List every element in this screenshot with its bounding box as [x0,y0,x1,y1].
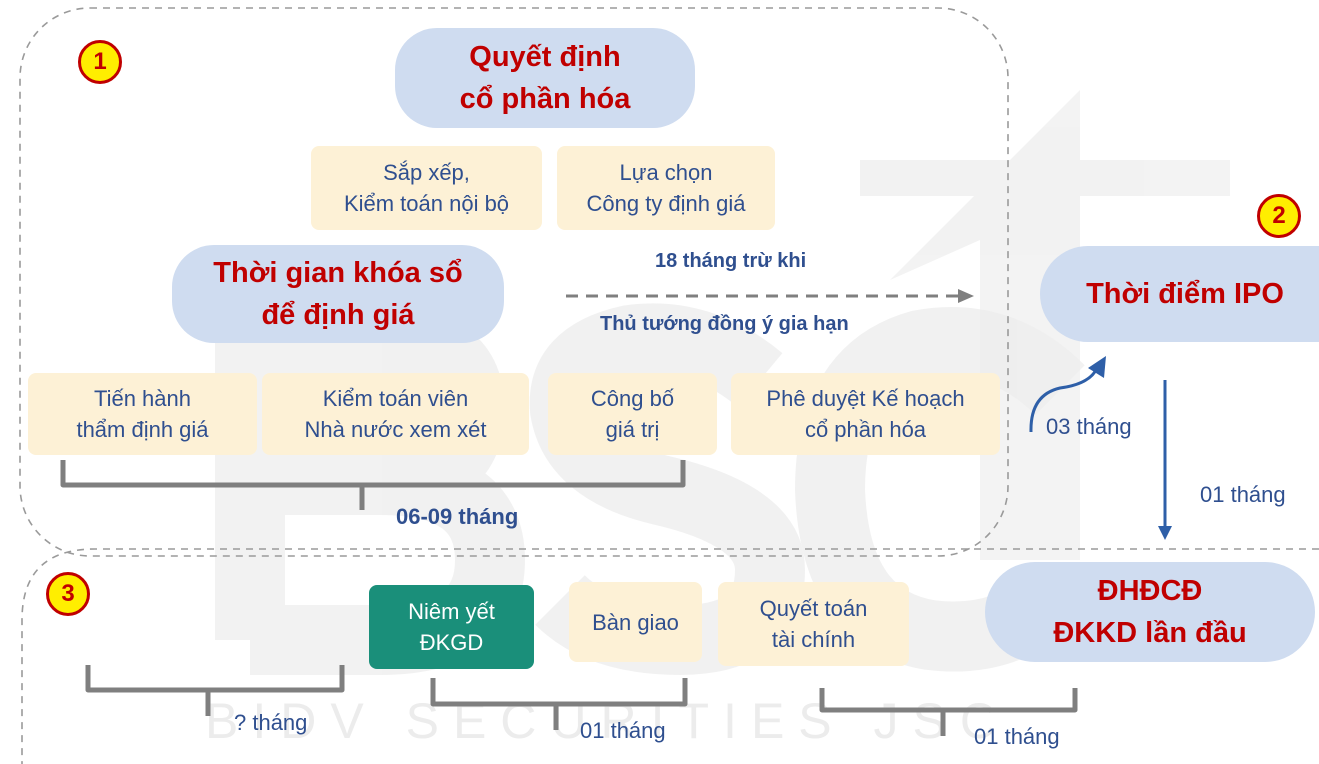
brace-section1 [60,460,686,510]
dashed-arrow-head [958,289,974,303]
decision-pill: Quyết định cổ phần hóa [395,28,695,128]
note-valuation: Tiến hành thẩm định giá [28,373,257,455]
arrow-top-label: 18 tháng trừ khi [655,250,807,272]
curved-arrow [1029,367,1099,433]
down-arrow-head [1158,526,1172,540]
brace-one-b [819,688,1078,736]
agm-pill: ĐHĐCĐ ĐKKD lần đầu [985,562,1315,662]
section2-badge: 2 [1257,194,1301,238]
note-approve-plan: Phê duyệt Kế hoạch cổ phần hóa [731,373,1000,455]
note-announce-value: Công bố giá trị [548,373,717,455]
label-one-month-b: 01 tháng [974,724,1060,749]
arrow-bottom-label: Thủ tướng đồng ý gia hạn [600,313,849,335]
label-one-month-a: 01 tháng [580,718,666,743]
brace-unknown [85,665,345,716]
ipo-pill: Thời điểm IPO [1040,246,1319,342]
brace-one-a [430,678,688,730]
curve-label: 03 tháng [1046,414,1132,439]
note-arrange-audit: Sắp xếp, Kiểm toán nội bộ [311,146,542,230]
note-settlement: Quyết toán tài chính [718,582,909,666]
section1-badge: 1 [78,40,122,84]
section3-badge: 3 [46,572,90,616]
label-unknown-months: ? tháng [234,710,308,735]
note-select-valuer: Lựa chọn Công ty định giá [557,146,775,230]
curved-arrow-head [1088,356,1106,378]
lock-period-pill: Thời gian khóa sổ để định giá [172,245,504,343]
down-label: 01 tháng [1200,482,1286,507]
duration-label-section1: 06-09 tháng [396,504,519,529]
section1-frame [19,7,1009,557]
note-handover: Bàn giao [569,582,702,662]
note-listing: Niêm yết ĐKGD [369,585,534,669]
note-state-audit: Kiểm toán viên Nhà nước xem xét [262,373,529,455]
